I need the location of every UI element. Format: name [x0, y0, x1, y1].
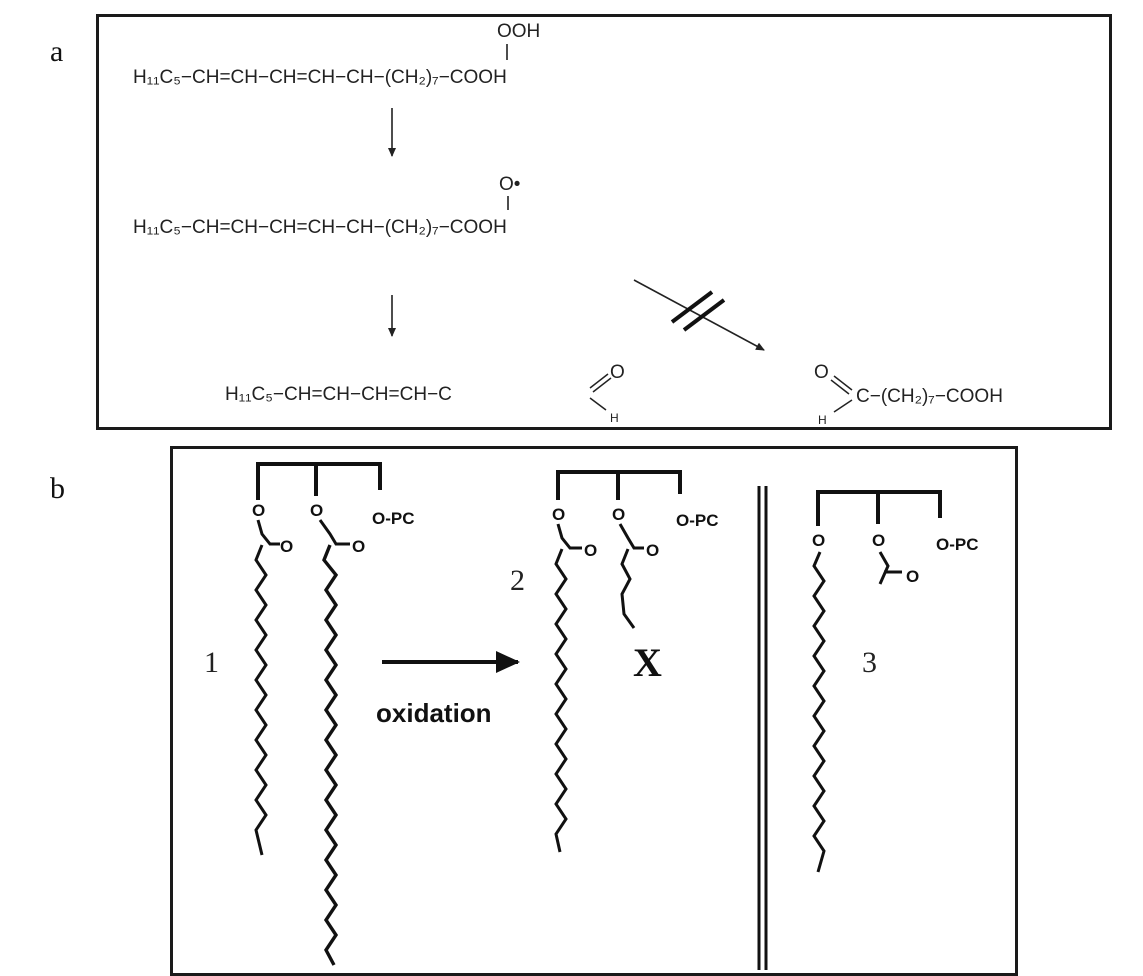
ester-link-1b	[318, 519, 350, 546]
structure-number-2: 2	[510, 564, 525, 597]
oxidized-group-x: X	[633, 640, 662, 685]
carbonyl-o-2b: O	[646, 541, 659, 560]
acyl-chain-1b	[322, 544, 339, 966]
phosphocholine-3: O-PC	[936, 535, 979, 554]
acyl-chain-2a	[554, 548, 568, 853]
ester-link-1a	[256, 519, 280, 546]
block-mark-1	[670, 290, 714, 324]
ester-o-2a: O	[552, 505, 565, 524]
oxoacid-h: H	[818, 413, 827, 427]
acyl-chain-3	[812, 551, 826, 873]
aldehyde-product-chain: H₁₁C₅−CH=CH−CH=CH−C	[225, 384, 452, 405]
panel-a-label: a	[50, 35, 64, 68]
ester-o-1a: O	[252, 501, 265, 520]
ester-o-2b: O	[612, 505, 625, 524]
acyl-chain-1a	[254, 544, 268, 856]
glycerol-backbone-1	[256, 462, 382, 500]
panel-b-label: b	[50, 472, 65, 505]
aldehyde-co-bond-2	[592, 377, 612, 393]
phosphocholine-1: O-PC	[372, 509, 415, 528]
ester-o-3a: O	[812, 531, 825, 550]
ester-link-2b	[618, 523, 644, 550]
lyso-stub-3	[878, 551, 902, 585]
aldehyde-ch-bond	[589, 397, 607, 411]
ooh-substituent: OOH	[497, 21, 540, 42]
oxoacid-co-bond-1	[833, 375, 853, 391]
carbonyl-o-2a: O	[584, 541, 597, 560]
panel-a-frame	[96, 14, 1112, 430]
ester-o-1b: O	[310, 501, 323, 520]
aldehyde-h: H	[610, 411, 619, 425]
aldehyde-o: O	[610, 362, 625, 383]
oxoacid-co-bond-2	[830, 379, 850, 395]
oxoacid-o: O	[814, 362, 829, 383]
oxoacid-ch-bond	[833, 399, 853, 413]
o-radical-substituent: O•	[499, 174, 520, 195]
structure-number-1: 1	[204, 646, 219, 679]
aldehyde-co-bond-1	[589, 373, 609, 389]
carbonyl-o-1b: O	[352, 537, 365, 556]
ester-link-2a	[556, 523, 582, 550]
truncated-chain-2b	[620, 548, 636, 629]
linoleic-hydroperoxide-chain: H₁₁C₅−CH=CH−CH=CH−CH−(CH₂)₇−COOH	[133, 67, 507, 88]
oxidation-label: oxidation	[376, 698, 492, 728]
structure-number-3: 3	[862, 646, 877, 679]
oxoacid-chain: C−(CH₂)₇−COOH	[856, 386, 1003, 407]
carbonyl-o-3: O	[906, 567, 919, 586]
block-mark-2	[682, 298, 726, 332]
ester-o-3b: O	[872, 531, 885, 550]
arrow-diagonal-blocked	[633, 279, 765, 351]
carbonyl-o-1a: O	[280, 537, 293, 556]
phosphocholine-2: O-PC	[676, 511, 719, 530]
alkoxyl-radical-chain: H₁₁C₅−CH=CH−CH=CH−CH−(CH₂)₇−COOH	[133, 217, 507, 238]
